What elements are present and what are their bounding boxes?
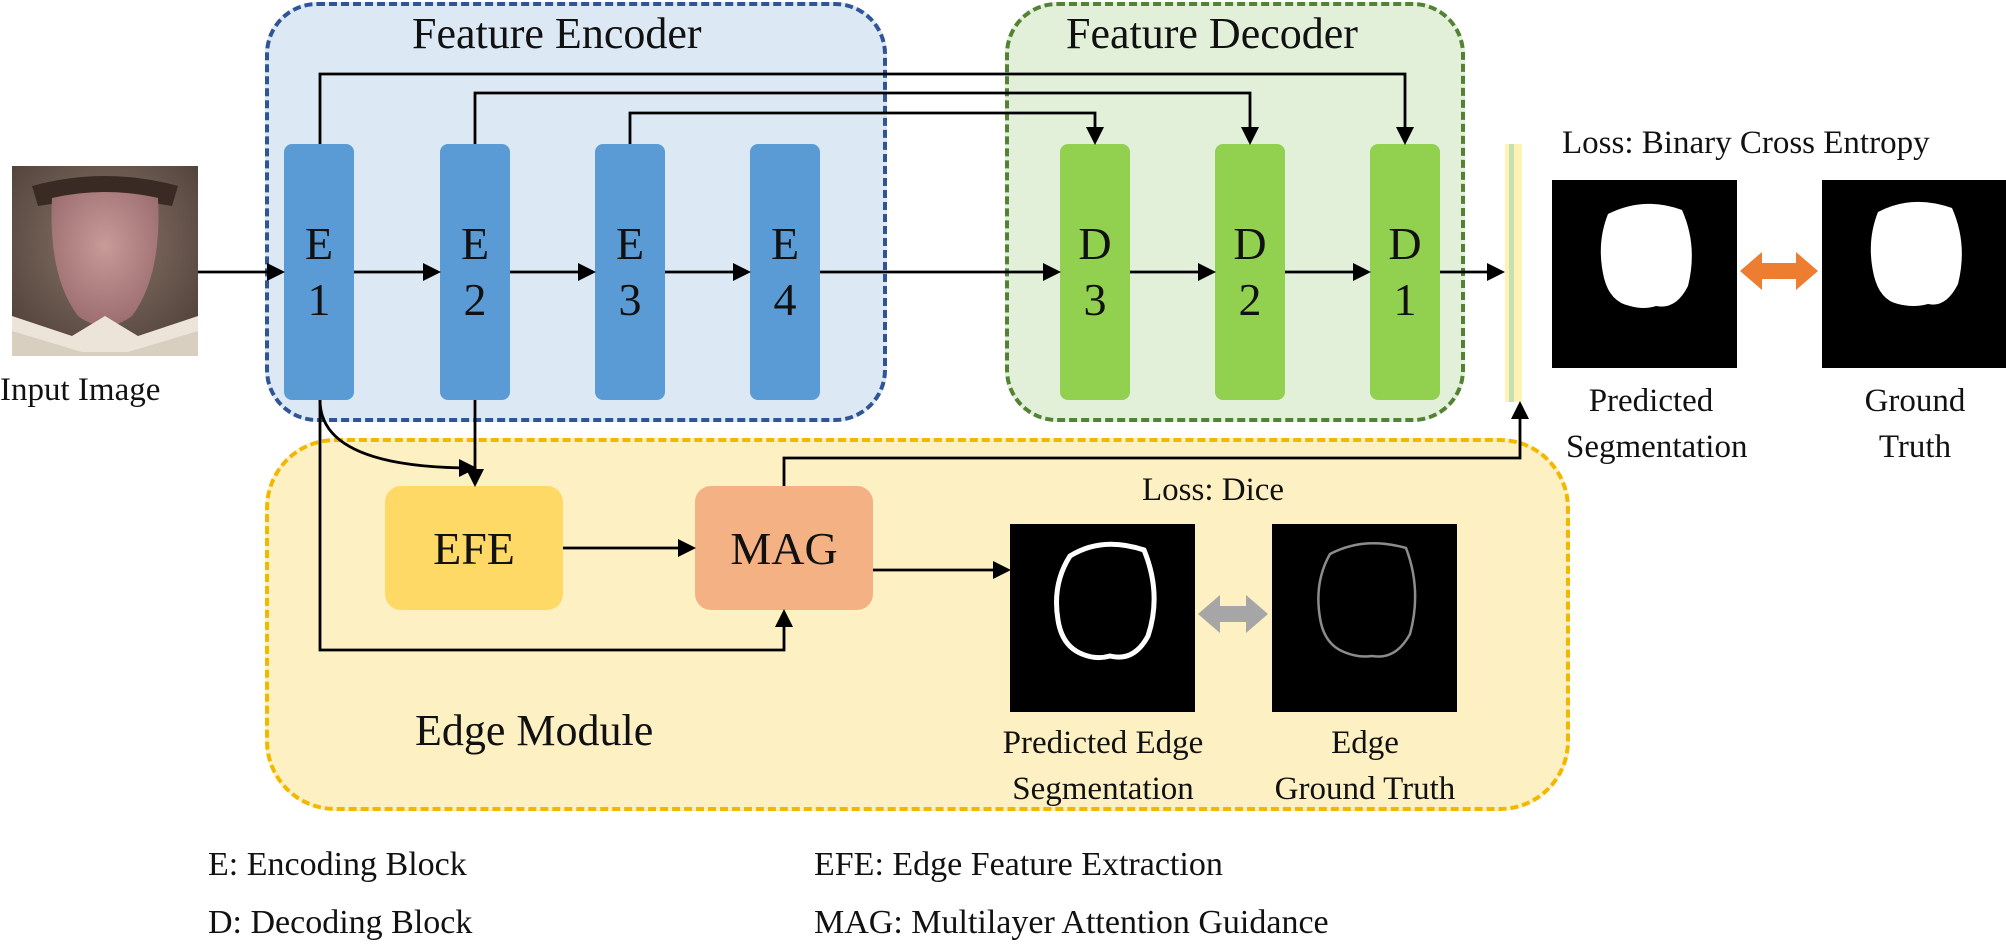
input-image-label: Input Image <box>0 372 161 408</box>
skip-e1-to-d1 <box>318 72 1414 145</box>
legend-mag: MAG: Multilayer Attention Guidance <box>814 904 1329 941</box>
predicted-edge-image <box>1010 524 1195 712</box>
bce-compare-arrow-icon <box>1740 252 1818 290</box>
mag-module: MAG <box>695 486 873 610</box>
skip-e3-to-d3 <box>628 111 1104 145</box>
dice-compare-arrow-icon <box>1198 595 1268 633</box>
legend-e: E: Encoding Block <box>208 846 467 883</box>
edge-ground-truth-image <box>1272 524 1457 712</box>
feature-encoder-title: Feature Encoder <box>412 9 702 58</box>
edge-module-title: Edge Module <box>415 706 654 755</box>
arrow-mag-to-output <box>782 401 1529 486</box>
input-image <box>12 166 198 356</box>
output-feature-strip <box>1505 144 1522 402</box>
feature-decoder-title: Feature Decoder <box>1066 9 1358 58</box>
legend-efe: EFE: Edge Feature Extraction <box>814 846 1223 883</box>
bce-loss-label: Loss: Binary Cross Entropy <box>1562 125 1930 161</box>
dice-loss-label: Loss: Dice <box>1142 472 1285 508</box>
tongue-photo-icon <box>12 166 198 356</box>
arrow-e1-to-efe <box>318 399 477 477</box>
skip-e2-to-d2 <box>473 91 1259 145</box>
predicted-segmentation-image <box>1552 180 1737 368</box>
efe-module: EFE <box>385 486 563 610</box>
arrow-e1-to-mag <box>318 400 793 652</box>
legend-d: D: Decoding Block <box>208 904 473 941</box>
ground-truth-image <box>1822 180 2006 368</box>
